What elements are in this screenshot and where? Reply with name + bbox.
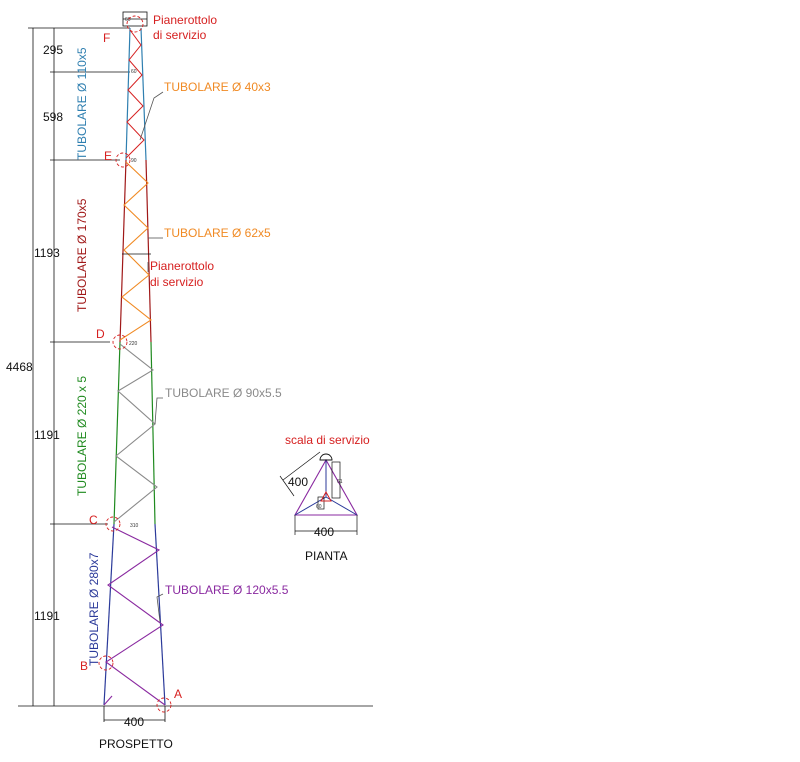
dim-598: 598	[43, 110, 63, 124]
node-size-d: 220	[129, 341, 138, 347]
top-platform	[122, 11, 148, 27]
bracing-62	[119, 161, 152, 341]
brace-label-40: TUBOLARE Ø 40x3	[164, 80, 271, 94]
node-size-top: 60	[125, 17, 131, 23]
dimension-lines	[18, 27, 373, 722]
node-size-c: 310	[130, 523, 139, 529]
platform-top-line1: Pianerottolo	[153, 13, 217, 27]
node-label-b: B	[80, 659, 88, 673]
plan-side-dim: 400	[288, 475, 308, 489]
bracing-40	[125, 29, 145, 159]
node-size-mid: 60	[131, 69, 137, 75]
node-label-e: E	[104, 149, 112, 163]
brace-label-62: TUBOLARE Ø 62x5	[164, 226, 271, 240]
platform-mid-line1: Pianerottolo	[150, 259, 214, 273]
dim-1193: 1193	[34, 246, 60, 260]
node-label-c: C	[89, 513, 98, 527]
dim-total: 4468	[6, 360, 33, 374]
node-label-a: A	[174, 687, 182, 701]
node-label-f: F	[103, 31, 110, 45]
node-circles	[98, 15, 172, 713]
leg-label-bottom: TUBOLARE Ø 280x7	[87, 552, 101, 666]
dim-295: 295	[43, 43, 63, 57]
plan-small-top: 61	[337, 479, 343, 485]
plan-view: scala di servizio 400 61 60 400 PIANTA	[279, 433, 370, 563]
dim-1191-low: 1191	[34, 609, 60, 623]
elevation-caption: PROSPETTO	[99, 737, 173, 751]
plan-width-dim: 400	[314, 525, 334, 539]
platform-mid-line2: di servizio	[150, 275, 204, 289]
platform-top-line2: di servizio	[153, 28, 207, 42]
tower-legs	[103, 27, 166, 706]
node-label-d: D	[96, 327, 105, 341]
plan-small-bottom: 60	[316, 504, 322, 510]
node-size-e: 90	[131, 158, 137, 164]
dim-1191-mid: 1191	[34, 428, 60, 442]
brace-label-90: TUBOLARE Ø 90x5.5	[165, 386, 282, 400]
dim-base: 400	[124, 715, 144, 729]
brace-label-120: TUBOLARE Ø 120x5.5	[165, 583, 289, 597]
bracing-90	[113, 343, 158, 523]
leader-lines	[139, 91, 164, 623]
leg-label-middle: TUBOLARE Ø 220 x 5	[75, 376, 89, 496]
plan-caption: PIANTA	[305, 549, 347, 563]
plan-title: scala di servizio	[285, 433, 370, 447]
bracing-120	[103, 526, 166, 706]
leg-label-top: TUBOLARE Ø 110x5	[75, 47, 89, 160]
leg-label-upper: TUBOLARE Ø 170x5	[75, 198, 89, 312]
